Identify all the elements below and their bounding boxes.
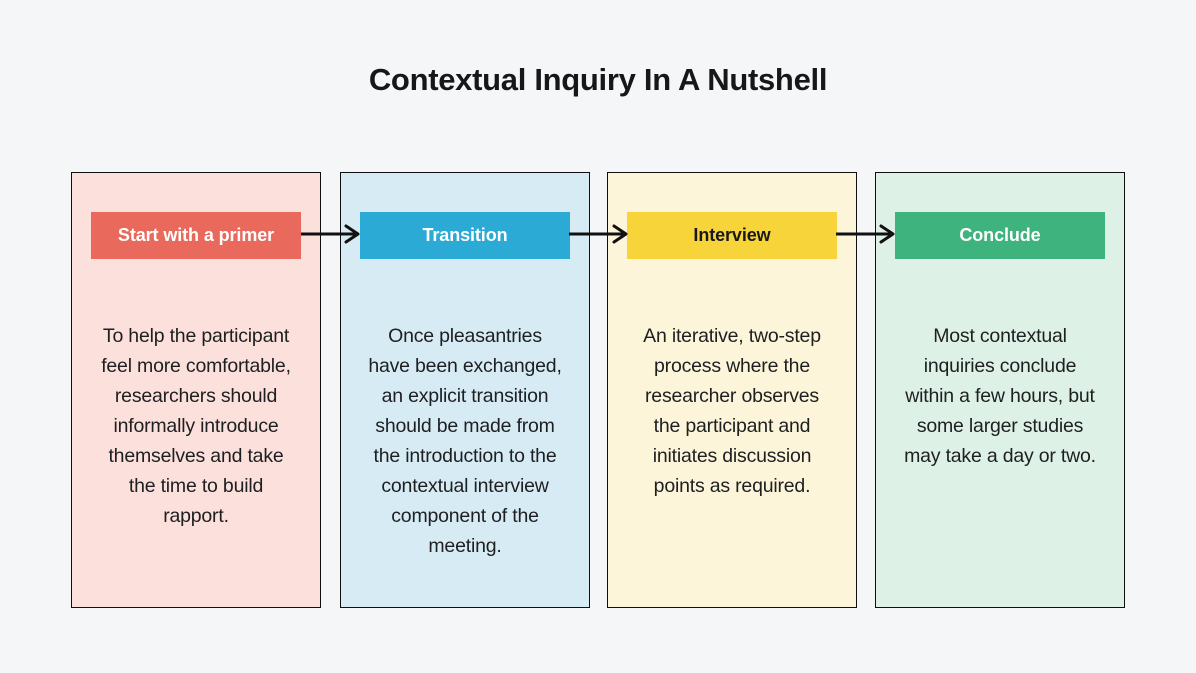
arrow-right-icon [301,222,360,246]
step-card-start-with-a-primer: Start with a primer To help the particip… [71,172,321,608]
step-header-label: Interview [693,225,771,245]
step-header-interview: Interview [627,212,837,259]
page-title: Contextual Inquiry In A Nutshell [368,62,828,97]
step-header-label: Transition [422,225,508,245]
step-description: An iterative, two-step process where the… [643,325,821,497]
arrow-right-icon [836,222,895,246]
step-header-label: Start with a primer [117,225,275,245]
step-header-conclude: Conclude [895,212,1105,259]
step-description: Most contextual inquiries conclude withi… [904,325,1096,467]
step-card-conclude: Conclude Most contextual inquiries concl… [875,172,1125,608]
step-description: To help the participant feel more comfor… [101,325,291,527]
step-header-start-with-a-primer: Start with a primer [91,212,301,259]
step-header-transition: Transition [360,212,570,259]
step-description: Once pleasantries have been exchanged, a… [368,325,562,557]
arrow-right-icon [569,222,628,246]
step-card-transition: Transition Once pleasantries have been e… [340,172,590,608]
step-card-interview: Interview An iterative, two-step process… [607,172,857,608]
step-header-label: Conclude [959,225,1041,245]
